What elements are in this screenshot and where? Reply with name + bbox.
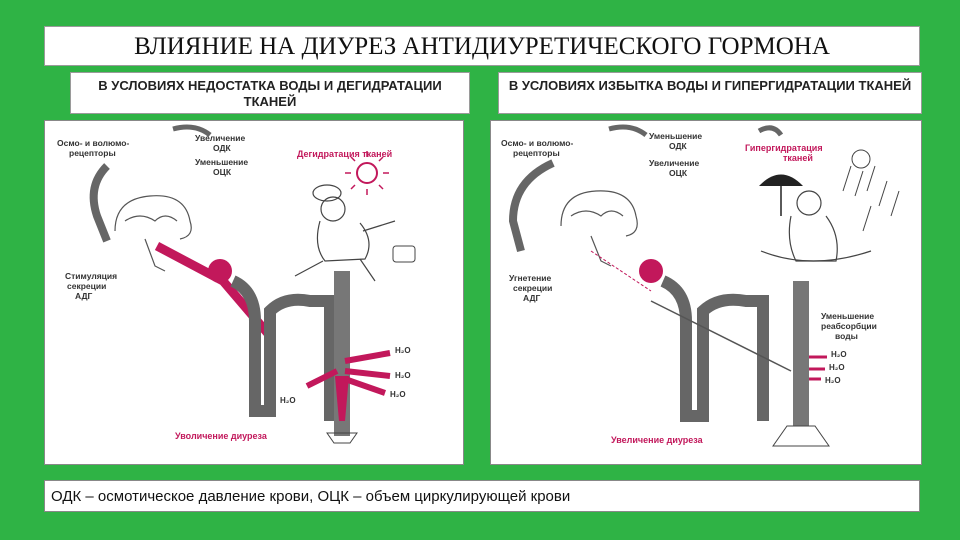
right-reabs-label-3: воды xyxy=(835,331,858,341)
left-diagram: Осмо- и волюмо- рецепторы Увеличение ОДК… xyxy=(45,121,463,464)
left-increase-label-1: Увеличение xyxy=(195,133,245,143)
right-reabs-label-2: реабсорбции xyxy=(821,321,877,331)
right-brain-icon xyxy=(561,191,637,266)
left-stim-label-3: АДГ xyxy=(75,291,93,301)
right-top-arrow-2 xyxy=(759,128,781,135)
clock-icon xyxy=(852,150,870,168)
right-h2o-3: H₂O xyxy=(825,376,841,385)
right-hyper-label-1: Гипергидратация xyxy=(745,143,823,153)
left-stim-label-2: секреции xyxy=(67,281,106,291)
right-decrease-label-2: ОДК xyxy=(669,141,688,151)
rain-lines xyxy=(843,166,899,231)
right-flow-splash-icon xyxy=(773,426,829,446)
right-signal-arrow xyxy=(651,301,791,371)
page-title: ВЛИЯНИЕ НА ДИУРЕЗ АНТИДИУРЕТИЧЕСКОГО ГОР… xyxy=(44,26,920,66)
left-dehydration-label: Дегидратация тканей xyxy=(297,149,392,159)
right-glomerulus-icon xyxy=(639,259,663,283)
left-receptors-label-2: рецепторы xyxy=(69,148,116,158)
left-h2o-3: H₂O xyxy=(390,390,406,399)
left-stim-label-1: Стимуляция xyxy=(65,271,117,281)
right-inhib-label-3: АДГ xyxy=(523,293,541,303)
left-diagram-panel: Осмо- и волюмо- рецепторы Увеличение ОДК… xyxy=(44,120,464,465)
left-feedback-arrow xyxy=(94,166,107,241)
right-feedback-arrow xyxy=(513,163,553,251)
right-hyper-label-2: тканей xyxy=(783,153,813,163)
left-increase-label-2: ОДК xyxy=(213,143,232,153)
canteen-icon xyxy=(393,246,415,262)
left-receptors-label-1: Осмо- и волюмо- xyxy=(57,138,129,148)
right-receptors-label-1: Осмо- и волюмо- xyxy=(501,138,573,148)
rain-man-icon xyxy=(761,191,871,261)
right-reabs-label-1: Уменьшение xyxy=(821,311,874,321)
right-inhib-label-1: Угнетение xyxy=(509,273,552,283)
right-diagram: Осмо- и волюмо- рецепторы Уменьшение ОДК… xyxy=(491,121,921,464)
right-increase-label-2: ОЦК xyxy=(669,168,688,178)
footnote: ОДК – осмотическое давление крови, ОЦК –… xyxy=(44,480,920,512)
right-inhib-label-2: секреции xyxy=(513,283,552,293)
right-receptors-label-2: рецепторы xyxy=(513,148,560,158)
left-decrease-label-2: ОЦК xyxy=(213,167,232,177)
left-h2o-1: H₂O xyxy=(395,346,411,355)
left-h2o-2: H₂O xyxy=(395,371,411,380)
left-decrease-label-1: Уменьшение xyxy=(195,157,248,167)
right-h2o-1: H₂O xyxy=(831,350,847,359)
right-heading: В УСЛОВИЯХ ИЗБЫТКА ВОДЫ И ГИПЕРГИДРАТАЦИ… xyxy=(498,72,922,114)
right-h2o-2: H₂O xyxy=(829,363,845,372)
left-diuresis-label: Уволичение диуреза xyxy=(175,431,268,441)
thirsty-man-icon xyxy=(295,185,395,281)
right-top-arrow xyxy=(609,127,646,135)
right-nephron-tubule xyxy=(663,281,763,421)
sun-icon xyxy=(357,163,377,183)
right-diagram-panel: Осмо- и волюмо- рецепторы Уменьшение ОДК… xyxy=(490,120,922,465)
left-heading: В УСЛОВИЯХ НЕДОСТАТКА ВОДЫ И ДЕГИДРАТАЦИ… xyxy=(70,72,470,114)
right-increase-label-1: Увеличение xyxy=(649,158,699,168)
left-h2o-4: H₂O xyxy=(280,396,296,405)
left-glomerulus-icon xyxy=(208,259,232,283)
right-diuresis-label: Увеличение диуреза xyxy=(611,435,704,445)
right-decrease-label-1: Уменьшение xyxy=(649,131,702,141)
